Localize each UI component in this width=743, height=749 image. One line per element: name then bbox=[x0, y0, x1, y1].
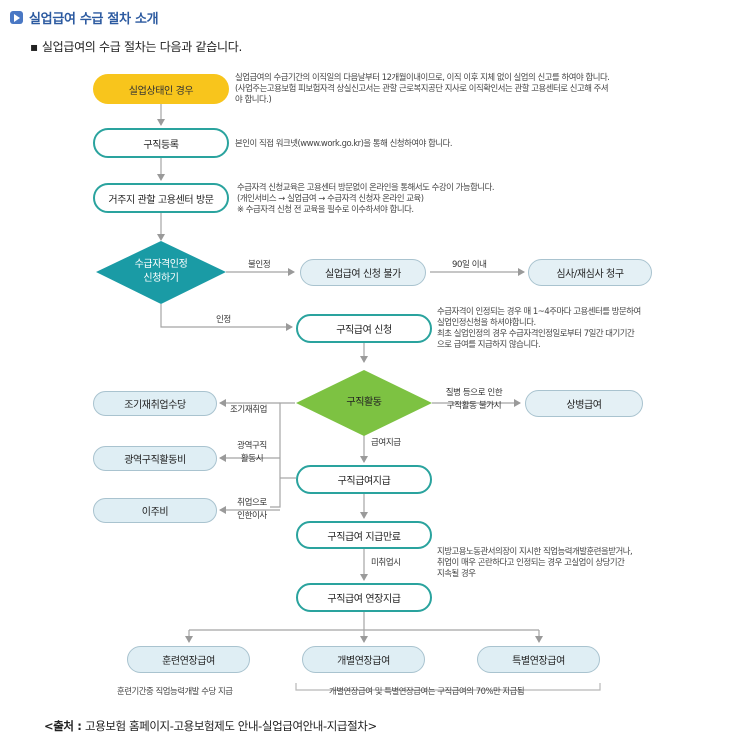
source-citation: <출처 : 고용보험 홈페이지-고용보험제도 안내-실업급여안내-지급절차> bbox=[44, 719, 377, 733]
page-title: 실업급여 수급 절차 소개 bbox=[29, 12, 159, 27]
job-activity-label: 구직활동 bbox=[346, 397, 382, 408]
appeal-box: 심사/재심사 청구 bbox=[528, 259, 652, 286]
sickness-condition: 질병 등으로 인한 구직활동 불가시 bbox=[445, 388, 503, 411]
payment-box: 구직급여지급 bbox=[296, 465, 432, 494]
arrow-right-icon bbox=[10, 11, 23, 24]
visit-center-box: 거주지 관할 고용센터 방문 bbox=[93, 183, 229, 213]
job-seeking-apply-desc: 수급자격이 인정되는 경우 매 1~4주마다 고용센터를 방문하여 실업인정신청… bbox=[437, 306, 641, 349]
extension-box: 구직급여 연장지급 bbox=[296, 583, 432, 612]
wide-area-job-condition: 광역구직 활동시 bbox=[237, 441, 267, 464]
not-eligible-box: 실업급여 신청 불가 bbox=[300, 259, 426, 286]
payment-end-box: 구직급여 지급만료 bbox=[296, 521, 432, 549]
payment-end-desc: 지방고용노동관서의장이 지시한 직업능력개발훈련을받거나, 취업이 매우 곤란하… bbox=[437, 546, 633, 578]
sickness-benefit-box: 상병급여 bbox=[525, 390, 643, 417]
relocation-condition: 취업으로 인한이사 bbox=[237, 498, 267, 521]
bullet-icon: ▪ bbox=[30, 40, 38, 54]
eligibility-diamond bbox=[96, 241, 226, 304]
special-extension-box: 특별연장급여 bbox=[477, 646, 600, 673]
activity-diamond bbox=[296, 370, 432, 436]
early-reemployment-condition: 조기재취업 bbox=[230, 405, 268, 415]
training-extension-box: 훈련연장급여 bbox=[127, 646, 250, 673]
early-reemployment-box: 조기재취업수당 bbox=[93, 391, 217, 416]
section-title-bar: 실업급여 수급 절차 소개 bbox=[10, 8, 159, 27]
eligible-condition: 인정 bbox=[216, 315, 231, 325]
not-eligible-condition: 불인정 bbox=[248, 260, 271, 270]
training-extension-note: 훈련기간중 직업능력개발 수당 지급 bbox=[117, 686, 233, 696]
job-seeking-apply-box: 구직급여 신청 bbox=[296, 314, 432, 343]
unemployed-condition: 미취업시 bbox=[371, 558, 401, 568]
eligibility-decision-label: 수급자격인정 신청하기 bbox=[134, 259, 188, 284]
within-90-days-label: 90일 이내 bbox=[452, 260, 487, 270]
unemployed-desc: 실업급여의 수급기간의 이직일의 다음날부터 12개월이내이므로, 이직 이후 … bbox=[235, 72, 610, 104]
individual-extension-box: 개별연장급여 bbox=[302, 646, 425, 673]
payment-condition: 급여지급 bbox=[371, 438, 401, 448]
register-desc: 본인이 직접 워크넷(www.work.go.kr)을 통해 신청하여야 합니다… bbox=[235, 138, 453, 148]
intro-text: ▪실업급여의 수급 절차는 다음과 같습니다. bbox=[30, 40, 242, 54]
extension-note: 개별연장급여 및 특별연장급여는 구직급여의 70%만 지급됨 bbox=[329, 686, 525, 696]
register-box: 구직등록 bbox=[93, 128, 229, 158]
visit-center-desc: 수급자격 신청교육은 고용센터 방문없이 온라인을 통해서도 수강이 가능합니다… bbox=[237, 182, 495, 214]
wide-area-job-box: 광역구직활동비 bbox=[93, 446, 217, 471]
relocation-box: 이주비 bbox=[93, 498, 217, 523]
unemployed-box: 실업상태인 경우 bbox=[93, 74, 229, 104]
